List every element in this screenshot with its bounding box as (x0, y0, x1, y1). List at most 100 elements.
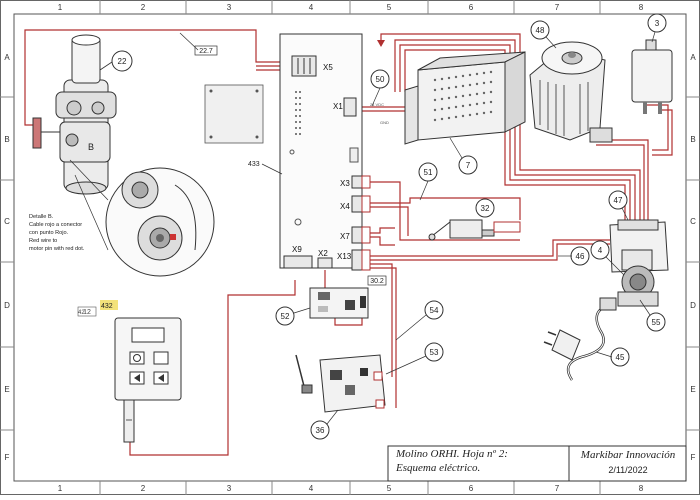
grid-row-label: E (690, 385, 695, 394)
grid-row-label: B (4, 135, 9, 144)
balloon (458, 155, 478, 175)
balloon (111, 50, 133, 72)
mounting-plate (204, 84, 264, 144)
board-52 (309, 287, 369, 319)
balloon-label: 32 (481, 204, 490, 213)
grid-col-label: 2 (141, 3, 146, 12)
grid-col-label: 2 (141, 484, 146, 493)
grid-col-label: 4 (309, 484, 314, 493)
balloon-label: 54 (430, 306, 439, 315)
grid-row-label: C (4, 217, 10, 226)
connector-labels: X5 X1 X3 X4 X7 X13 X9 X2 (292, 63, 352, 261)
grid-col-label: 6 (469, 484, 474, 493)
balloon (475, 198, 495, 218)
grid-col-label: 3 (227, 3, 232, 12)
balloon-label: X7 (340, 232, 350, 241)
balloon-label: 52 (281, 312, 290, 321)
motor-48 (529, 41, 613, 143)
balloon-label: 36 (316, 426, 325, 435)
detail-b-view (69, 159, 215, 277)
balloon-label: 55 (652, 318, 661, 327)
highlight-mark (100, 300, 118, 310)
balloon-label: 4 (598, 246, 603, 255)
balloon-label: 50 (376, 75, 385, 84)
balloon (647, 13, 667, 33)
keypad-432 (114, 317, 182, 443)
controller-board-433 (279, 33, 371, 271)
grid-row-label: E (4, 385, 9, 394)
balloon-label: Red wire to (29, 238, 57, 244)
balloon-label: X4 (340, 202, 350, 211)
microswitch-32 (428, 219, 521, 241)
ref-label: 22.7 (199, 48, 213, 55)
grid-col-label: 4 (309, 3, 314, 12)
grid-row-label: D (690, 301, 696, 310)
balloon-label: 7 (466, 161, 471, 170)
ref-box (367, 275, 387, 286)
title-line-1: Molino ORHI. Hoja nº 2: (396, 448, 508, 460)
balloon-label: X2 (318, 249, 328, 258)
balloon-label: X1 (333, 102, 343, 111)
balloon-label: 22 (118, 57, 127, 66)
ground-label: GND (380, 120, 389, 125)
ref-box (77, 306, 97, 317)
ref-label: 432 (101, 303, 113, 310)
ref-box (194, 45, 218, 56)
company-name: Markibar Innovación (580, 449, 676, 461)
balloon (275, 306, 295, 326)
capacitor-3 (631, 39, 673, 114)
grid-col-label: 3 (227, 484, 232, 493)
arrow-icon (377, 40, 385, 47)
balloon-label: Cable rojo a conector (29, 222, 82, 228)
balloon (608, 190, 628, 210)
grid-col-label: 5 (387, 484, 392, 493)
balloon-label: 45 (616, 353, 625, 362)
grid-col-label: 8 (639, 3, 644, 12)
grid-col-label: 8 (639, 484, 644, 493)
grid-col-label: 5 (387, 3, 392, 12)
power-supply-7 (404, 51, 526, 145)
grid-row-label: D (4, 301, 10, 310)
balloon-label: 42 (78, 310, 85, 316)
grid-col-label: 1 (58, 3, 63, 12)
balloon-label: 46 (576, 252, 585, 261)
balloon-label: 53 (430, 348, 439, 357)
voltage-label: 24 VDC (370, 102, 384, 107)
balloon-label: 30.2 (370, 278, 384, 285)
board-36 (295, 354, 386, 413)
balloon-label: Detalle B. (29, 214, 54, 220)
balloon-label: X5 (323, 63, 333, 72)
grid-row-label: A (4, 53, 10, 62)
grid-col-label: 1 (58, 484, 63, 493)
drawing-date: 2/11/2022 (608, 465, 648, 475)
balloon-label: 47 (614, 196, 623, 205)
driver-board-47 (609, 219, 669, 307)
grid-col-label: 7 (555, 3, 560, 12)
balloon-label: 12 (83, 309, 91, 316)
grid-col-label: 7 (555, 484, 560, 493)
balloon-label: 51 (424, 168, 433, 177)
motor-22 (32, 34, 117, 195)
balloon (590, 240, 610, 260)
balloon-label: X13 (337, 252, 352, 261)
detail-note: Detalle B. Cable rojo a conector con pun… (29, 214, 85, 252)
balloon-label: 3 (655, 19, 660, 28)
grid-row-label: C (690, 217, 696, 226)
grid-row-label: F (691, 453, 696, 462)
balloon-label: 48 (536, 26, 545, 35)
title-block (387, 445, 687, 482)
balloon-label: con punto Rojo. (29, 230, 69, 236)
title-line-2: Esquema eléctrico. (396, 462, 481, 474)
balloon (424, 342, 444, 362)
grid-row-label: F (5, 453, 10, 462)
grid-row-label: B (690, 135, 695, 144)
balloon (310, 420, 330, 440)
balloon (646, 312, 666, 332)
balloon-label: X3 (340, 179, 350, 188)
balloon (530, 20, 550, 40)
grid-row-label: A (690, 53, 696, 62)
grid-labels: 1 2 3 4 5 6 7 8 1 2 3 4 5 6 7 8 A B C D … (4, 3, 696, 493)
